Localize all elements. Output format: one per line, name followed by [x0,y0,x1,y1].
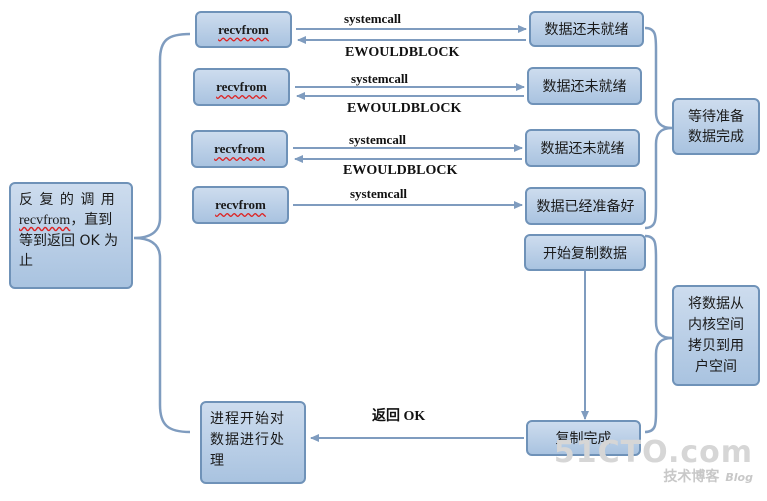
watermark-logo: 51CTO.com 技术博客 Blog [554,438,753,487]
wait-brace [644,26,673,230]
ewouldblock-label-2: EWOULDBLOCK [347,101,462,116]
copy-start-box: 开始复制数据 [524,234,646,271]
copy-line-1: 将数据从 [688,295,744,312]
copy-phase-box: 将数据从 内核空间 拷贝到用 户空间 [672,285,760,386]
loop-line-1: 反 复 的 调 用 [19,192,116,208]
status-label-2: 数据还未就绪 [542,79,627,95]
status-box-4: 数据已经准备好 [525,187,646,225]
copy-brace [644,234,673,434]
recvfrom-label-2: recvfrom [216,79,267,94]
status-box-3: 数据还未就绪 [525,129,640,167]
status-label-1: 数据还未就绪 [544,22,629,38]
left-brace [133,32,191,434]
copy-line-3: 拷贝到用 [688,337,744,354]
ewouldblock-label-3: EWOULDBLOCK [343,163,458,178]
recvfrom-label-1: recvfrom [218,21,269,37]
loop-line-2-rest: ，直到 [70,212,113,228]
copy-line-4: 户空间 [695,358,737,375]
return-ok-label: 返回 OK [372,409,426,424]
status-label-4: 数据已经准备好 [536,199,635,215]
copy-line-2: 内核空间 [688,316,744,333]
recvfrom-box-4: recvfrom [192,186,289,224]
ewouldblock-label-1: EWOULDBLOCK [345,45,460,60]
loop-description-box: 反 复 的 调 用 recvfrom，直到 等到返回 OK 为 止 [9,182,133,289]
recvfrom-label-4: recvfrom [215,197,266,212]
wait-line-2: 数据完成 [688,128,744,145]
syscall-label-4: systemcall [350,186,408,201]
wait-phase-box: 等待准备 数据完成 [672,98,760,155]
recvfrom-box-2: recvfrom [193,68,290,106]
syscall-label-3: systemcall [349,132,407,147]
loop-recvfrom-word: recvfrom [19,213,71,228]
status-box-2: 数据还未就绪 [527,67,642,105]
watermark-blog: Blog [725,471,753,484]
process-line-1: 进程开始对 [210,411,285,427]
recvfrom-box-1: recvfrom [195,11,292,48]
status-box-1: 数据还未就绪 [529,11,644,47]
recvfrom-box-3: recvfrom [191,130,288,168]
copy-done-box: 复制完成 [526,420,641,456]
loop-line-4: 止 [19,253,33,269]
wait-line-1: 等待准备 [688,108,744,125]
watermark-main: 51CTO.com [553,435,753,470]
recvfrom-label-3: recvfrom [214,141,265,156]
copy-start-label: 开始复制数据 [543,245,627,262]
syscall-label-1: systemcall [344,11,402,26]
loop-line-3: 等到返回 OK 为 [19,233,119,249]
process-box: 进程开始对 数据进行处 理 [200,401,306,484]
status-label-3: 数据还未就绪 [540,141,625,157]
watermark-sub: 技术博客 [663,469,720,485]
process-line-3: 理 [210,453,225,469]
process-line-2: 数据进行处 [210,432,285,448]
copy-done-label: 复制完成 [555,431,612,447]
syscall-label-2: systemcall [351,71,409,86]
